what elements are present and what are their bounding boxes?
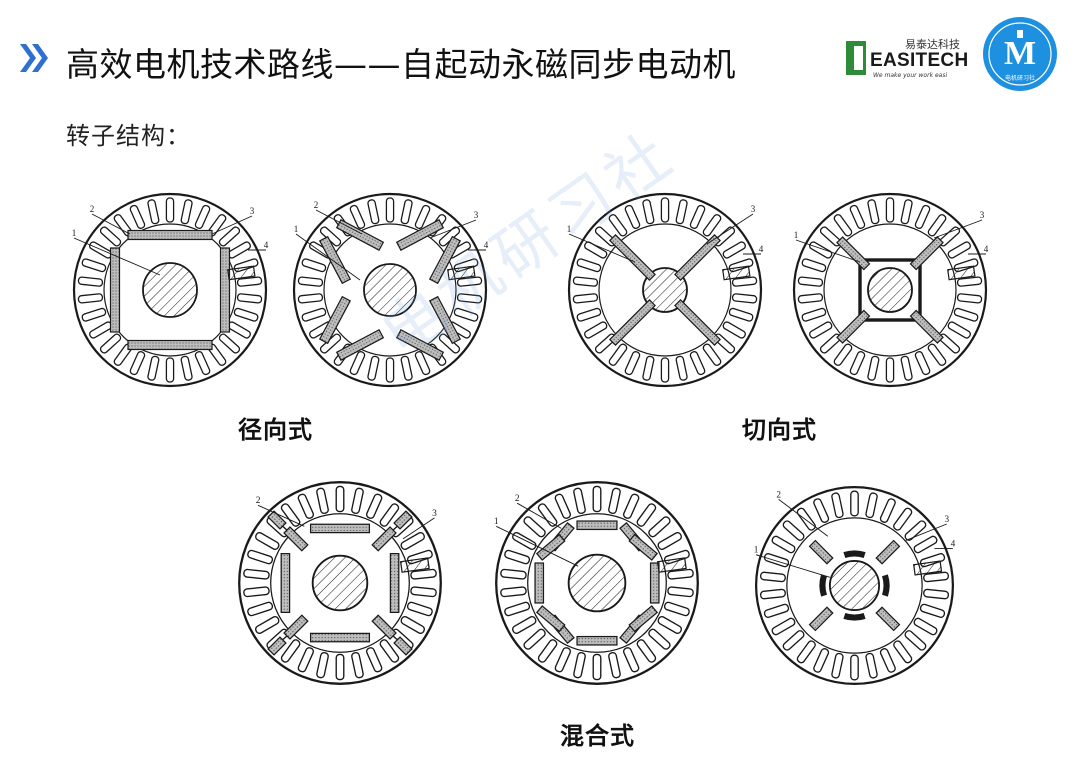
easitech-slogan: We make your work easi (873, 72, 948, 79)
svg-text:1: 1 (754, 545, 759, 555)
svg-text:4: 4 (264, 240, 269, 250)
svg-text:1: 1 (72, 228, 77, 238)
rotor-hybrid-2: 12 (494, 481, 699, 685)
rotor-tangential-2: 1 3 4 (792, 192, 989, 388)
easitech-cn-name: 易泰达科技 (905, 38, 960, 51)
svg-text:3: 3 (751, 204, 756, 214)
rotor-radial-1: 1 2 3 4 (72, 192, 269, 388)
rotor-radial-2: 1 2 3 4 (292, 192, 489, 388)
svg-text:4: 4 (951, 539, 956, 549)
svg-text:3: 3 (432, 509, 437, 519)
svg-text:4: 4 (759, 244, 764, 254)
svg-text:3: 3 (250, 206, 255, 216)
svg-text:3: 3 (980, 210, 985, 220)
svg-text:3: 3 (474, 210, 479, 220)
motor-society-logo: M 电机研习社 (983, 17, 1057, 91)
chevron-right-icon (20, 44, 48, 72)
slide-title: 高效电机技术路线——自起动永磁同步电动机 (66, 45, 736, 84)
svg-text:1: 1 (494, 517, 499, 527)
easitech-wordmark: EASITECH (870, 50, 969, 71)
svg-text:2: 2 (515, 494, 520, 504)
svg-text:1: 1 (294, 224, 299, 234)
svg-text:3: 3 (944, 514, 949, 524)
svg-text:2: 2 (314, 200, 319, 210)
svg-text:1: 1 (567, 224, 572, 234)
caption-hybrid: 混合式 (560, 722, 635, 750)
svg-text:2: 2 (90, 204, 95, 214)
slide-header: 高效电机技术路线——自起动永磁同步电动机 易泰达科技 EASITECH We m… (0, 0, 1080, 110)
easitech-mark-icon (846, 41, 866, 75)
rotor-hybrid-1: 23 (238, 481, 442, 685)
rotor-tangential-1: 1 3 4 (567, 192, 764, 388)
rotor-hybrid-3: 1 2 3 4 (754, 485, 956, 686)
svg-text:4: 4 (484, 240, 489, 250)
section-subtitle: 转子结构： (66, 122, 191, 150)
caption-tangential: 切向式 (742, 416, 817, 444)
svg-text:1: 1 (794, 230, 799, 240)
logo-letter: M (1004, 35, 1036, 72)
svg-text:2: 2 (776, 489, 781, 499)
logo-cn-text: 电机研习社 (1005, 74, 1035, 82)
easitech-logo: 易泰达科技 EASITECH We make your work easi (845, 36, 969, 82)
caption-radial: 径向式 (238, 416, 313, 444)
svg-text:2: 2 (256, 496, 261, 506)
svg-text:4: 4 (984, 244, 989, 254)
